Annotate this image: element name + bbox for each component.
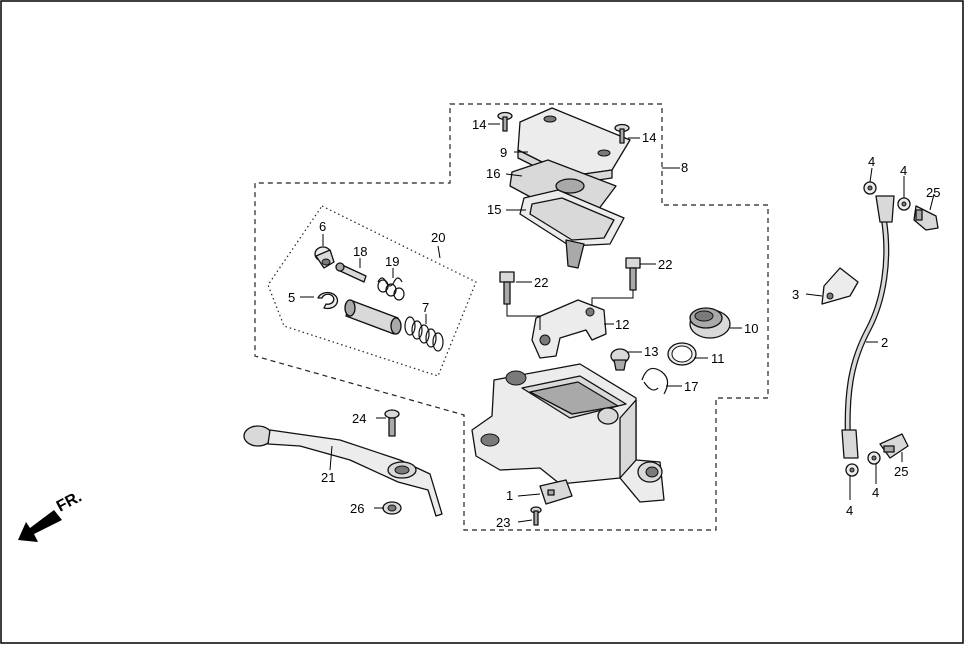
sealing-washer-upper-left [863, 181, 877, 195]
master-cylinder-body [471, 363, 665, 503]
callout-16: 16 [486, 166, 500, 181]
dust-boot [689, 307, 731, 339]
brake-lever [243, 425, 443, 517]
sealing-washer-upper-right [897, 197, 911, 211]
snap-ring [317, 291, 339, 310]
reservoir-diaphragm [509, 159, 617, 215]
cap-screw-right [614, 123, 630, 144]
callout-4-upper-right: 4 [900, 163, 907, 178]
callout-14-left: 14 [472, 117, 486, 132]
retaining-clip [641, 367, 669, 395]
callout-19: 19 [385, 254, 399, 269]
callout-13: 13 [644, 344, 658, 359]
lever-pivot-bolt [384, 409, 400, 437]
push-rod [335, 262, 367, 283]
callout-23: 23 [496, 515, 510, 530]
lever-nut [382, 501, 402, 515]
brake-switch [539, 479, 573, 505]
small-spring [377, 277, 405, 301]
callout-15: 15 [487, 202, 501, 217]
piston-boot [314, 246, 335, 269]
banjo-bolt-upper [913, 205, 939, 231]
front-direction-arrow: FR. [18, 488, 85, 542]
callout-9: 9 [500, 145, 507, 160]
master-cylinder-holder [531, 299, 607, 359]
sealing-washer-lower-left [845, 463, 859, 477]
callout-1: 1 [506, 488, 513, 503]
callout-22-right: 22 [658, 257, 672, 272]
callout-10: 10 [744, 321, 758, 336]
main-spring [404, 316, 444, 352]
callout-17: 17 [684, 379, 698, 394]
callout-26: 26 [350, 501, 364, 516]
bolt-leader-left [506, 304, 541, 330]
holder-bolt-left [499, 271, 515, 305]
callout-5: 5 [288, 290, 295, 305]
callout-3: 3 [792, 287, 799, 302]
callout-25-upper: 25 [926, 185, 940, 200]
o-ring [667, 342, 697, 366]
callout-12: 12 [615, 317, 629, 332]
callout-20: 20 [431, 230, 445, 245]
callout-21: 21 [321, 470, 335, 485]
piston [344, 299, 402, 335]
master-cylinder-assembly-boundary [254, 103, 769, 531]
hose-clamp [821, 267, 859, 305]
callout-24: 24 [352, 411, 366, 426]
callout-labels: 14 14 9 16 15 8 20 6 18 19 5 7 22 22 12 … [288, 117, 940, 530]
sealing-washer-lower-right [867, 451, 881, 465]
switch-screw [610, 348, 630, 371]
callout-7: 7 [422, 300, 429, 315]
callout-2: 2 [881, 335, 888, 350]
callout-22-left: 22 [534, 275, 548, 290]
holder-bolt-right [625, 257, 641, 291]
callout-18: 18 [353, 244, 367, 259]
callout-4-lower-right: 4 [872, 485, 879, 500]
callout-4-lower-left: 4 [846, 503, 853, 518]
cap-screw-left [497, 111, 513, 132]
callout-leaders [300, 123, 935, 523]
reservoir-plate [519, 189, 625, 269]
callout-25-lower: 25 [894, 464, 908, 479]
front-direction-label: FR. [54, 488, 85, 515]
callout-8: 8 [681, 160, 688, 175]
bolt-leader-right [591, 290, 634, 306]
switch-mounting-screw [530, 506, 542, 526]
callout-14-right: 14 [642, 130, 656, 145]
callout-4-upper-left: 4 [868, 154, 875, 169]
callout-11: 11 [711, 351, 725, 366]
callout-6: 6 [319, 219, 326, 234]
brake-hose [841, 195, 895, 459]
banjo-bolt-lower [879, 433, 909, 459]
